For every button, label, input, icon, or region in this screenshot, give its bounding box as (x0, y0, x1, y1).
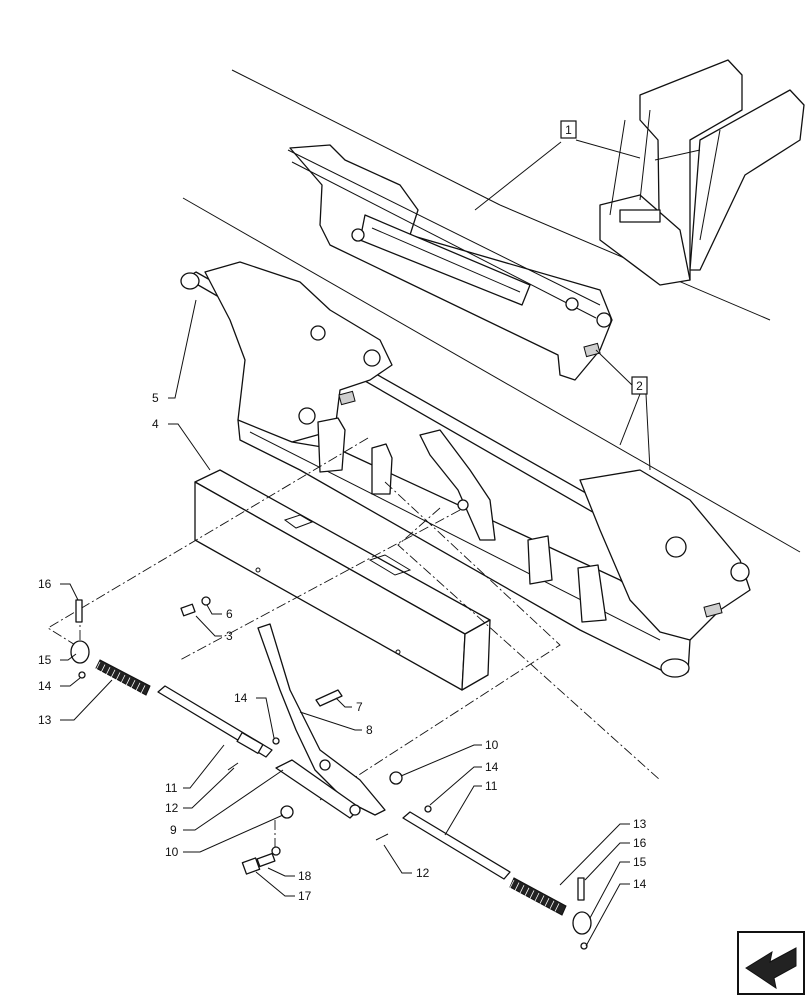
callout-6: 6 (226, 607, 233, 621)
callout-10-right: 10 (485, 738, 499, 752)
spring-coil (509, 879, 515, 889)
callout-16-left: 16 (38, 577, 52, 591)
spring-coil (95, 661, 101, 671)
callout-15-right: 15 (633, 855, 647, 869)
spring-coil (519, 885, 525, 894)
spring-coil (549, 900, 555, 909)
callout-16-right: 16 (633, 836, 647, 850)
callout-12-left: 12 (165, 801, 179, 815)
ref-label-2: 2 (636, 379, 643, 393)
spring-coil (554, 903, 560, 912)
callout-9: 9 (170, 823, 177, 837)
callout-7: 7 (356, 700, 363, 714)
small-parts (70, 596, 592, 950)
spring-coil (140, 685, 146, 694)
spring-coil (544, 898, 550, 907)
spring-coil (120, 674, 126, 684)
callout-18: 18 (298, 869, 312, 883)
spring-coil (100, 664, 106, 673)
callout-14-right-upper: 14 (485, 760, 499, 774)
callout-14-right: 14 (633, 877, 647, 891)
spring-left (95, 659, 151, 696)
spring-coil (105, 667, 111, 676)
callout-8: 8 (366, 723, 373, 737)
callout-5: 5 (152, 391, 159, 405)
callout-15-left: 15 (38, 653, 52, 667)
callout-10-left: 10 (165, 845, 179, 859)
spring-coil (529, 890, 535, 899)
callout-11-left: 11 (165, 781, 178, 795)
spring-coil (110, 669, 116, 678)
callout-numbers: 5 4 6 3 16 15 14 13 7 8 14 11 12 9 10 18… (38, 391, 647, 903)
callout-4: 4 (152, 417, 159, 431)
cover-plate (194, 469, 491, 691)
spring-coil (130, 680, 136, 689)
spring-coil (115, 672, 121, 681)
arrow-back-icon[interactable] (737, 931, 805, 995)
callout-leaders (60, 299, 630, 947)
callout-11-right: 11 (485, 779, 498, 793)
callout-14-mid: 14 (234, 691, 248, 705)
spring-coil (135, 682, 141, 691)
reference-box-1: 1 (474, 120, 641, 211)
callout-13-left: 13 (38, 713, 52, 727)
callout-14-left: 14 (38, 679, 52, 693)
callout-17: 17 (298, 889, 312, 903)
loader-overview (231, 59, 805, 321)
ref-label-1: 1 (565, 123, 572, 137)
spring-coil (534, 892, 540, 902)
main-frame (180, 261, 751, 678)
spring-coil (514, 882, 520, 891)
spring-coil (539, 895, 545, 904)
callout-12-right: 12 (416, 866, 430, 880)
spring-right (509, 877, 567, 916)
upper-frame (182, 144, 801, 553)
spring-coil (524, 887, 530, 896)
callout-3: 3 (226, 629, 233, 643)
reference-box-2: 2 (595, 349, 651, 471)
callout-13-right: 13 (633, 817, 647, 831)
spring-coil (125, 677, 131, 686)
